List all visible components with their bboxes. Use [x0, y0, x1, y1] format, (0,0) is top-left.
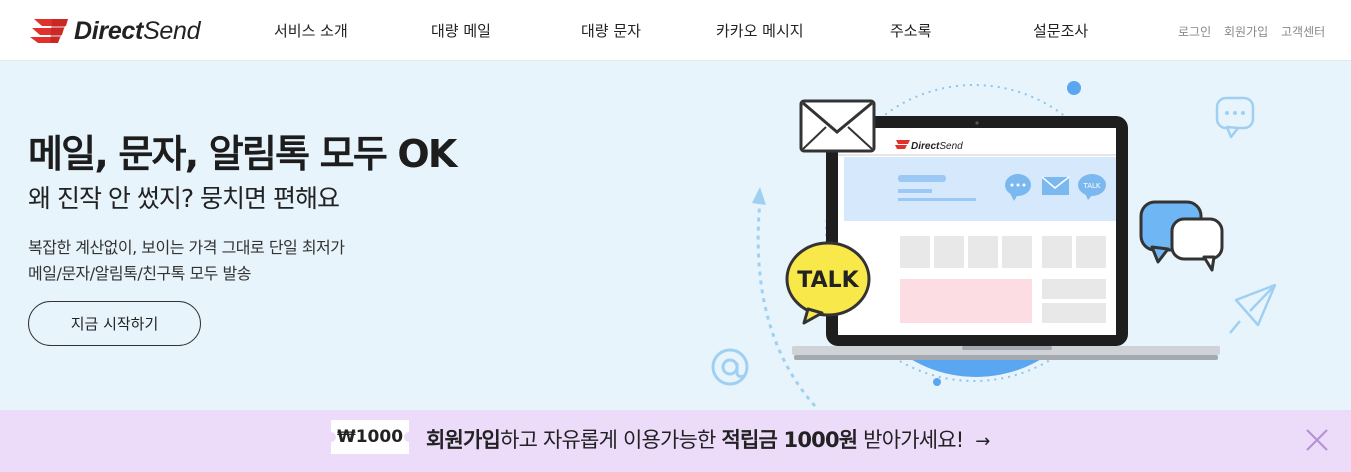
- directsend-logo[interactable]: DirectSend: [30, 16, 201, 46]
- screen-logo: DirectSend: [911, 141, 963, 152]
- chat-bubble-icon: [1139, 200, 1224, 272]
- start-now-button[interactable]: 지금 시작하기: [28, 301, 201, 346]
- banner-text: 받아가세요!: [857, 428, 964, 452]
- chat-dots-icon: [1215, 96, 1255, 139]
- hero-description: 복잡한 계산없이, 보이는 가격 그대로 단일 최저가 메일/문자/알림톡/친구…: [28, 235, 345, 287]
- banner-message[interactable]: 회원가입하고 자유롭게 이용가능한 적립금 1000원 받아가세요! →: [426, 424, 990, 454]
- hero-illustration: DirectSend TALK: [711, 81, 1277, 407]
- hero-description-line: 메일/문자/알림톡/친구톡 모두 발송: [28, 264, 251, 283]
- banner-reward-text: 적립금 1000원: [721, 428, 858, 452]
- coupon-amount: ₩1000: [336, 427, 404, 447]
- at-sign-icon: [711, 348, 749, 386]
- nav-kakao-message[interactable]: 카카오 메시지: [716, 22, 804, 40]
- coupon-ticket-icon: [331, 420, 409, 454]
- logo-text: DirectSend: [74, 16, 201, 45]
- logo-arrow-icon: [30, 19, 68, 43]
- paper-plane-icon: [1229, 283, 1277, 334]
- login-link[interactable]: 로그인: [1178, 25, 1212, 39]
- signup-promo-banner: ₩1000 회원가입하고 자유롭게 이용가능한 적립금 1000원 받아가세요!…: [0, 410, 1351, 472]
- orbit-dot: [1067, 81, 1081, 95]
- nav-bulk-mail[interactable]: 대량 메일: [431, 22, 491, 40]
- kakao-talk-bubble-icon: TALK: [785, 241, 871, 325]
- nav-bulk-sms[interactable]: 대량 문자: [581, 22, 641, 40]
- orbit-dot: [933, 378, 941, 386]
- customer-center-link[interactable]: 고객센터: [1281, 25, 1326, 39]
- nav-address-book[interactable]: 주소록: [890, 22, 932, 40]
- hero-subheadline: 왜 진작 안 썼지? 뭉치면 편해요: [28, 184, 340, 213]
- signup-link[interactable]: 회원가입: [1224, 25, 1269, 39]
- mini-talk-label: TALK: [1082, 182, 1100, 190]
- banner-signup-text: 회원가입: [426, 428, 501, 452]
- arrow-right-icon: →: [975, 431, 990, 452]
- laptop-icon: DirectSend TALK: [792, 116, 1220, 360]
- site-header: DirectSend 서비스 소개 대량 메일 대량 문자 카카오 메시지 주소…: [0, 0, 1351, 61]
- talk-bubble-label: TALK: [797, 268, 859, 293]
- banner-text: 하고 자유롭게 이용가능한: [500, 428, 722, 452]
- close-icon[interactable]: [1303, 426, 1331, 454]
- hero-headline: 메일, 문자, 알림톡 모두 OK: [28, 132, 457, 176]
- hero-description-line: 복잡한 계산없이, 보이는 가격 그대로 단일 최저가: [28, 238, 345, 257]
- envelope-icon: [799, 99, 876, 153]
- curved-arrow-head: [752, 187, 766, 205]
- hero-section: 메일, 문자, 알림톡 모두 OK 왜 진작 안 썼지? 뭉치면 편해요 복잡한…: [0, 61, 1351, 410]
- nav-service-intro[interactable]: 서비스 소개: [274, 22, 348, 40]
- curved-arrow: [756, 200, 817, 407]
- nav-survey[interactable]: 설문조사: [1033, 22, 1089, 40]
